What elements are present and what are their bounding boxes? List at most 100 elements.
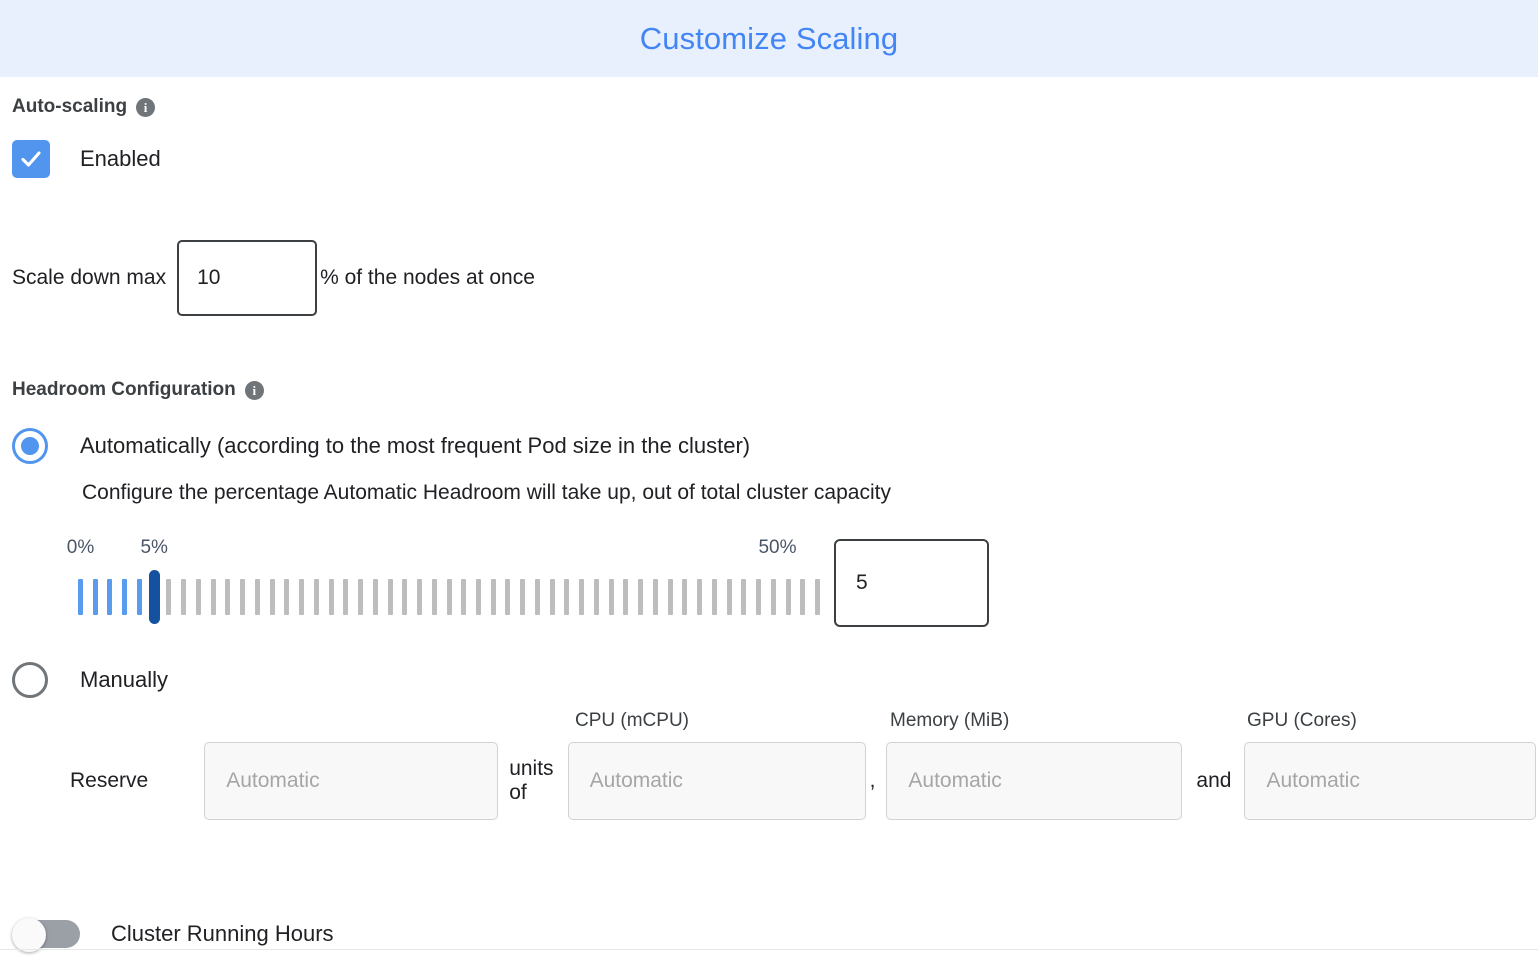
slider-tick bbox=[284, 579, 290, 615]
slider-tick bbox=[210, 579, 216, 615]
slider-tick bbox=[269, 579, 275, 615]
slider-max-label: 50% bbox=[758, 537, 797, 558]
slider-tick bbox=[461, 579, 467, 615]
slider-tick bbox=[682, 579, 688, 615]
slider-tick bbox=[343, 579, 349, 615]
slider-tick-labels: 0% 5% 50% bbox=[67, 537, 820, 563]
headroom-slider[interactable]: 0% 5% 50% bbox=[67, 537, 820, 632]
slider-tick bbox=[313, 579, 319, 615]
radio-manually-label: Manually bbox=[80, 667, 169, 692]
scale-down-max-suffix: % of the nodes at once bbox=[320, 266, 535, 289]
slider-tick bbox=[328, 579, 334, 615]
info-icon[interactable]: i bbox=[244, 380, 264, 400]
slider-track[interactable] bbox=[78, 570, 820, 624]
slider-tick bbox=[166, 579, 172, 615]
slider-tick bbox=[372, 579, 378, 615]
slider-tick bbox=[490, 579, 496, 615]
slider-tick bbox=[299, 579, 305, 615]
slider-tick bbox=[741, 579, 747, 615]
slider-tick bbox=[136, 579, 142, 615]
slider-tick bbox=[711, 579, 717, 615]
slider-tick bbox=[652, 579, 658, 615]
reserve-gpu-input[interactable] bbox=[1244, 742, 1537, 820]
slider-tick bbox=[240, 579, 246, 615]
slider-current-label: 5% bbox=[140, 537, 168, 558]
slider-tick bbox=[697, 579, 703, 615]
slider-tick bbox=[579, 579, 585, 615]
scale-down-max-row: Scale down max % of the nodes at once bbox=[12, 240, 1526, 316]
slider-tick bbox=[623, 579, 629, 615]
auto-scaling-enabled-row[interactable]: Enabled bbox=[12, 140, 1526, 178]
slider-tick bbox=[638, 579, 644, 615]
slider-tick bbox=[358, 579, 364, 615]
radio-automatic-label: Automatically (according to the most fre… bbox=[80, 433, 751, 458]
slider-tick bbox=[92, 579, 98, 615]
slider-tick bbox=[564, 579, 570, 615]
slider-tick bbox=[520, 579, 526, 615]
headroom-option-manual-row[interactable]: Manually bbox=[12, 662, 1526, 698]
radio-automatic[interactable] bbox=[12, 428, 48, 464]
scale-down-max-label: Scale down max bbox=[12, 266, 167, 289]
memory-field-header: Memory (MiB) bbox=[890, 710, 1010, 731]
auto-scaling-label: Auto-scaling bbox=[12, 96, 128, 117]
slider-tick bbox=[431, 579, 437, 615]
slider-tick bbox=[815, 579, 820, 615]
headroom-percentage-input[interactable] bbox=[834, 539, 989, 627]
slider-tick bbox=[417, 579, 423, 615]
enabled-checkbox[interactable] bbox=[12, 140, 50, 178]
comma-separator: , bbox=[869, 769, 876, 792]
headroom-section-header: Headroom Configuration i bbox=[12, 379, 1526, 401]
toggle-knob bbox=[12, 918, 46, 952]
dialog-header: Customize Scaling bbox=[0, 0, 1538, 77]
scale-down-max-input[interactable] bbox=[177, 240, 318, 316]
slider-tick bbox=[770, 579, 776, 615]
slider-tick bbox=[122, 579, 128, 615]
headroom-percentage-slider-block: 0% 5% 50% bbox=[12, 537, 1526, 632]
slider-tick bbox=[756, 579, 762, 615]
slider-tick bbox=[785, 579, 791, 615]
cpu-field-header: CPU (mCPU) bbox=[575, 710, 689, 731]
cluster-running-hours-toggle[interactable] bbox=[12, 918, 80, 952]
slider-thumb[interactable] bbox=[148, 570, 160, 624]
slider-tick bbox=[549, 579, 555, 615]
auto-scaling-section-header: Auto-scaling i bbox=[12, 96, 1526, 118]
reserve-cpu-input[interactable] bbox=[567, 742, 866, 820]
slider-tick bbox=[475, 579, 481, 615]
slider-tick bbox=[534, 579, 540, 615]
slider-min-label: 0% bbox=[66, 537, 95, 558]
radio-dot-icon bbox=[21, 437, 39, 455]
slider-tick bbox=[181, 579, 187, 615]
units-of-label: units of bbox=[509, 757, 554, 804]
slider-tick bbox=[726, 579, 732, 615]
reserve-label: Reserve bbox=[70, 769, 149, 792]
settings-content: Auto-scaling i Enabled Scale down max % … bbox=[0, 96, 1538, 952]
slider-tick bbox=[78, 579, 83, 615]
reserve-memory-input[interactable] bbox=[886, 742, 1183, 820]
bottom-divider bbox=[0, 949, 1538, 950]
slider-tick bbox=[800, 579, 806, 615]
and-separator: and bbox=[1196, 769, 1232, 792]
manual-reserve-block: CPU (mCPU) Memory (MiB) GPU (Cores) Rese… bbox=[12, 710, 1537, 850]
cluster-running-hours-label: Cluster Running Hours bbox=[111, 921, 334, 946]
slider-tick bbox=[505, 579, 511, 615]
enabled-checkbox-label: Enabled bbox=[80, 146, 161, 171]
slider-tick bbox=[667, 579, 673, 615]
info-icon[interactable]: i bbox=[136, 97, 156, 117]
slider-tick bbox=[387, 579, 393, 615]
cluster-running-hours-row[interactable]: Cluster Running Hours bbox=[12, 918, 1526, 952]
headroom-label: Headroom Configuration bbox=[12, 379, 236, 400]
reserve-units-input[interactable] bbox=[204, 742, 499, 820]
reserve-inputs-row: Reserve units of , and bbox=[12, 742, 1537, 820]
slider-tick bbox=[608, 579, 614, 615]
slider-tick bbox=[225, 579, 231, 615]
slider-tick bbox=[593, 579, 599, 615]
headroom-automatic-help-text: Configure the percentage Automatic Headr… bbox=[82, 481, 891, 504]
headroom-option-automatic-row[interactable]: Automatically (according to the most fre… bbox=[12, 428, 1526, 464]
gpu-field-header: GPU (Cores) bbox=[1247, 710, 1357, 731]
page-title: Customize Scaling bbox=[639, 20, 899, 56]
slider-tick bbox=[195, 579, 201, 615]
slider-tick bbox=[107, 579, 113, 615]
slider-tick bbox=[402, 579, 408, 615]
radio-manually[interactable] bbox=[12, 662, 48, 698]
slider-tick bbox=[446, 579, 452, 615]
